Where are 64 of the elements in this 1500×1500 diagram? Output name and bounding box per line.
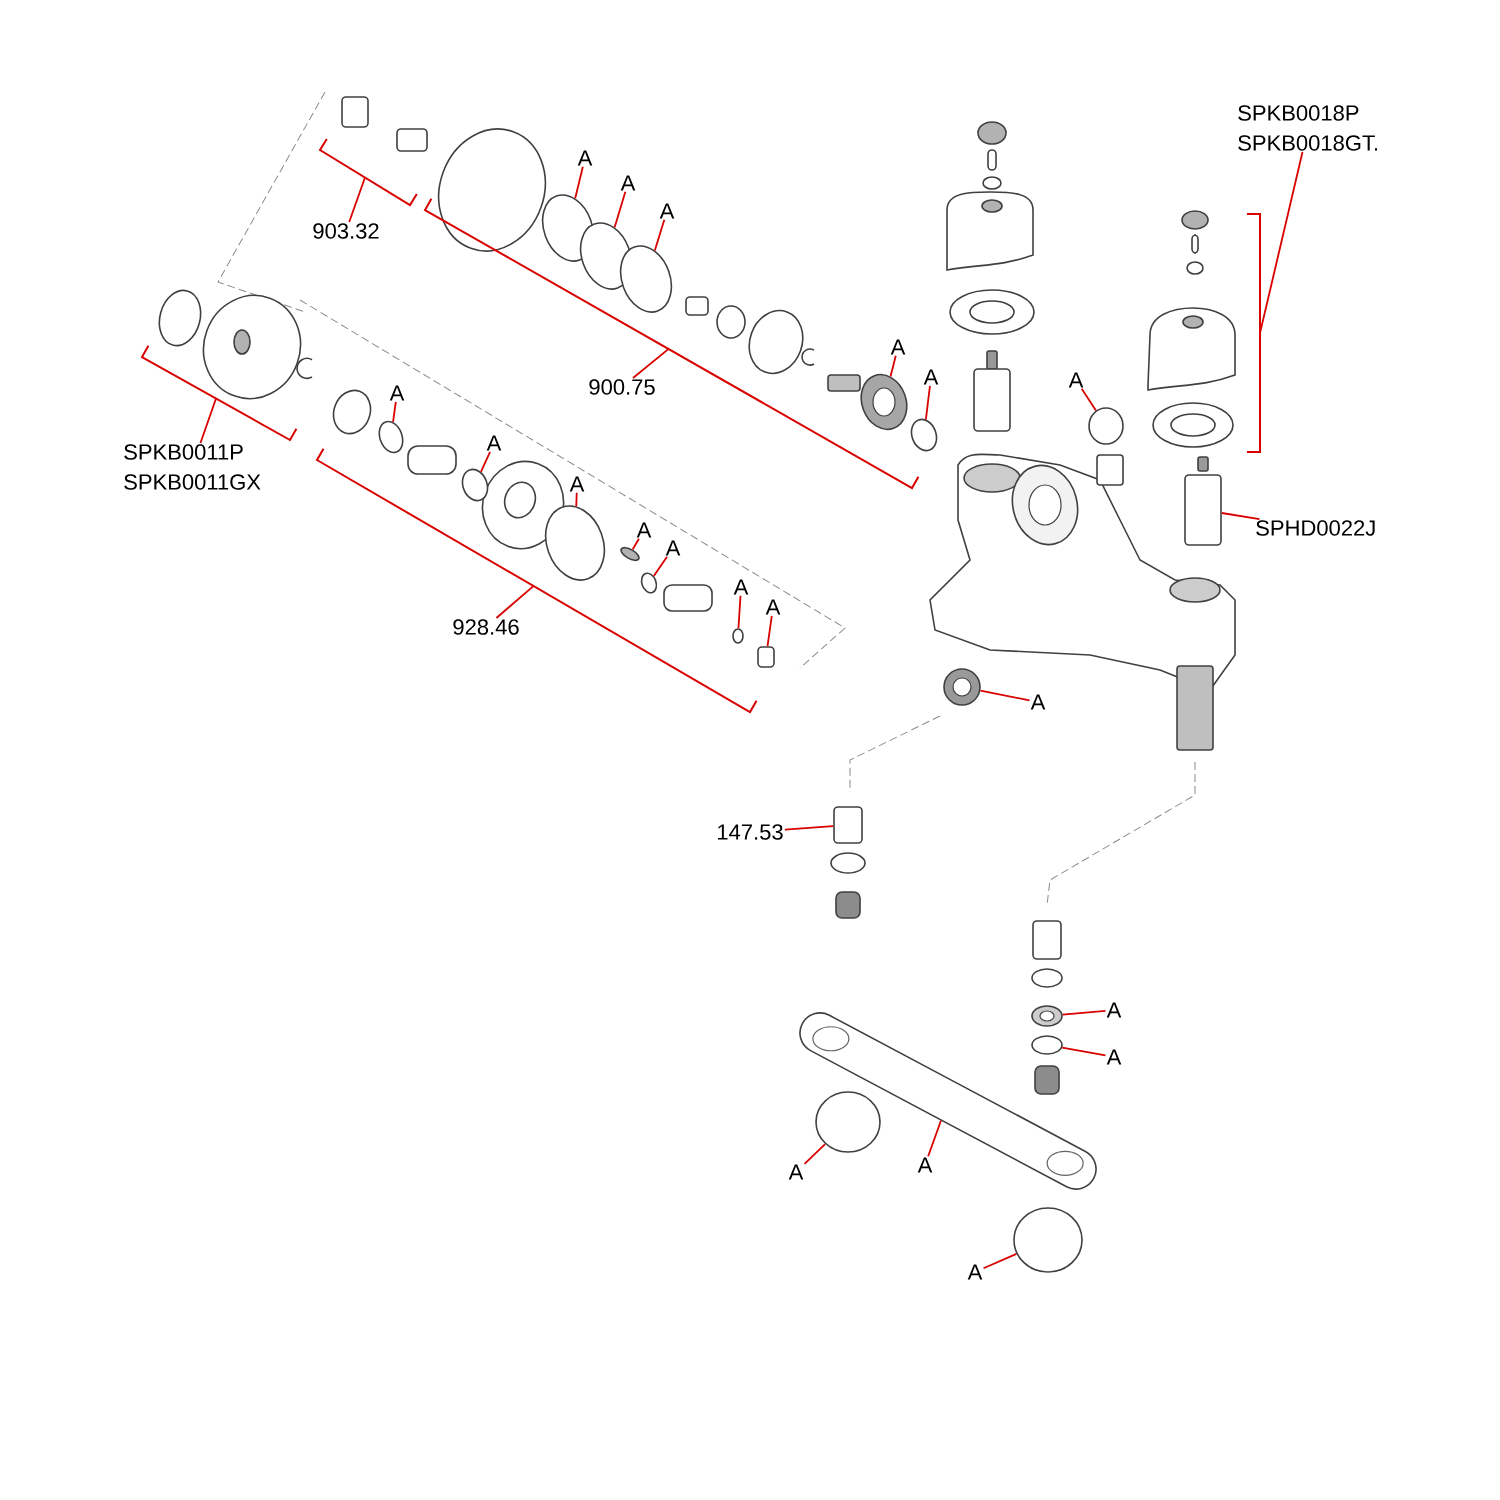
washer-part bbox=[1031, 1005, 1063, 1027]
leader-line bbox=[1061, 1046, 1107, 1057]
callout-letter: A bbox=[1030, 694, 1046, 710]
leader-line bbox=[979, 689, 1031, 702]
bracket bbox=[140, 344, 298, 442]
leader-line bbox=[925, 384, 931, 421]
bracket bbox=[423, 197, 920, 490]
leader-line bbox=[1080, 387, 1097, 412]
bush-part bbox=[1088, 407, 1124, 445]
o-ring bbox=[1031, 1035, 1063, 1055]
part-number: 147.53 bbox=[718, 824, 783, 840]
part-number: SPKB0011P SPKB0011GX bbox=[124, 444, 261, 490]
part-number: SPKB0018P SPKB0018GT. bbox=[1238, 105, 1378, 151]
leader-line bbox=[631, 537, 640, 551]
leader-line bbox=[480, 450, 491, 473]
port-ring bbox=[1011, 464, 1079, 546]
o-ring bbox=[910, 418, 938, 452]
callout-letter: A bbox=[765, 599, 781, 615]
bracket bbox=[318, 137, 418, 207]
leader-line bbox=[199, 397, 217, 444]
leader-line bbox=[766, 614, 773, 648]
leader-line bbox=[653, 218, 666, 252]
seat-part bbox=[943, 668, 981, 706]
callout-letter: A bbox=[569, 476, 585, 492]
leader-line bbox=[574, 165, 584, 200]
callout-letter: A bbox=[389, 385, 405, 401]
callout-letter: A bbox=[577, 150, 593, 166]
part-number: 903.32 bbox=[313, 223, 379, 239]
cap-part bbox=[833, 806, 863, 844]
leader-line bbox=[495, 585, 535, 619]
leader-line bbox=[803, 1143, 826, 1165]
o-ring bbox=[830, 852, 866, 874]
callout-letter: A bbox=[1068, 372, 1084, 388]
plug-part bbox=[757, 646, 775, 668]
leader-line bbox=[392, 400, 397, 423]
o-ring bbox=[1031, 968, 1063, 988]
leader-line bbox=[783, 825, 835, 831]
leader-line bbox=[613, 190, 627, 229]
leader-line bbox=[1061, 1009, 1107, 1016]
callout-letter: A bbox=[917, 1157, 933, 1173]
cartridge-part bbox=[973, 368, 1011, 432]
callout-letter: A bbox=[788, 1164, 804, 1180]
cap-part bbox=[1032, 920, 1062, 960]
callout-letter: A bbox=[967, 1264, 983, 1280]
leader-line bbox=[982, 1252, 1018, 1270]
cartridge-part bbox=[1184, 474, 1222, 546]
callout-letter: A bbox=[1106, 1002, 1122, 1018]
callout-letter: A bbox=[923, 369, 939, 385]
nut-part bbox=[1013, 1207, 1083, 1273]
leader-line bbox=[737, 594, 742, 630]
part-number: SPHD0022J bbox=[1256, 520, 1375, 536]
nut-part bbox=[815, 1091, 881, 1153]
o-ring bbox=[378, 420, 404, 454]
leader-line bbox=[927, 1119, 942, 1158]
leader-line bbox=[889, 354, 897, 378]
leader-line bbox=[1259, 151, 1304, 334]
bracket bbox=[1246, 213, 1261, 453]
callout-letter: A bbox=[620, 175, 636, 191]
leader-line bbox=[652, 555, 668, 577]
callout-letter: A bbox=[1106, 1049, 1122, 1065]
leader-line bbox=[348, 176, 366, 223]
leader-line bbox=[1220, 512, 1261, 520]
leader-line bbox=[575, 491, 578, 508]
leader-line bbox=[632, 348, 670, 379]
